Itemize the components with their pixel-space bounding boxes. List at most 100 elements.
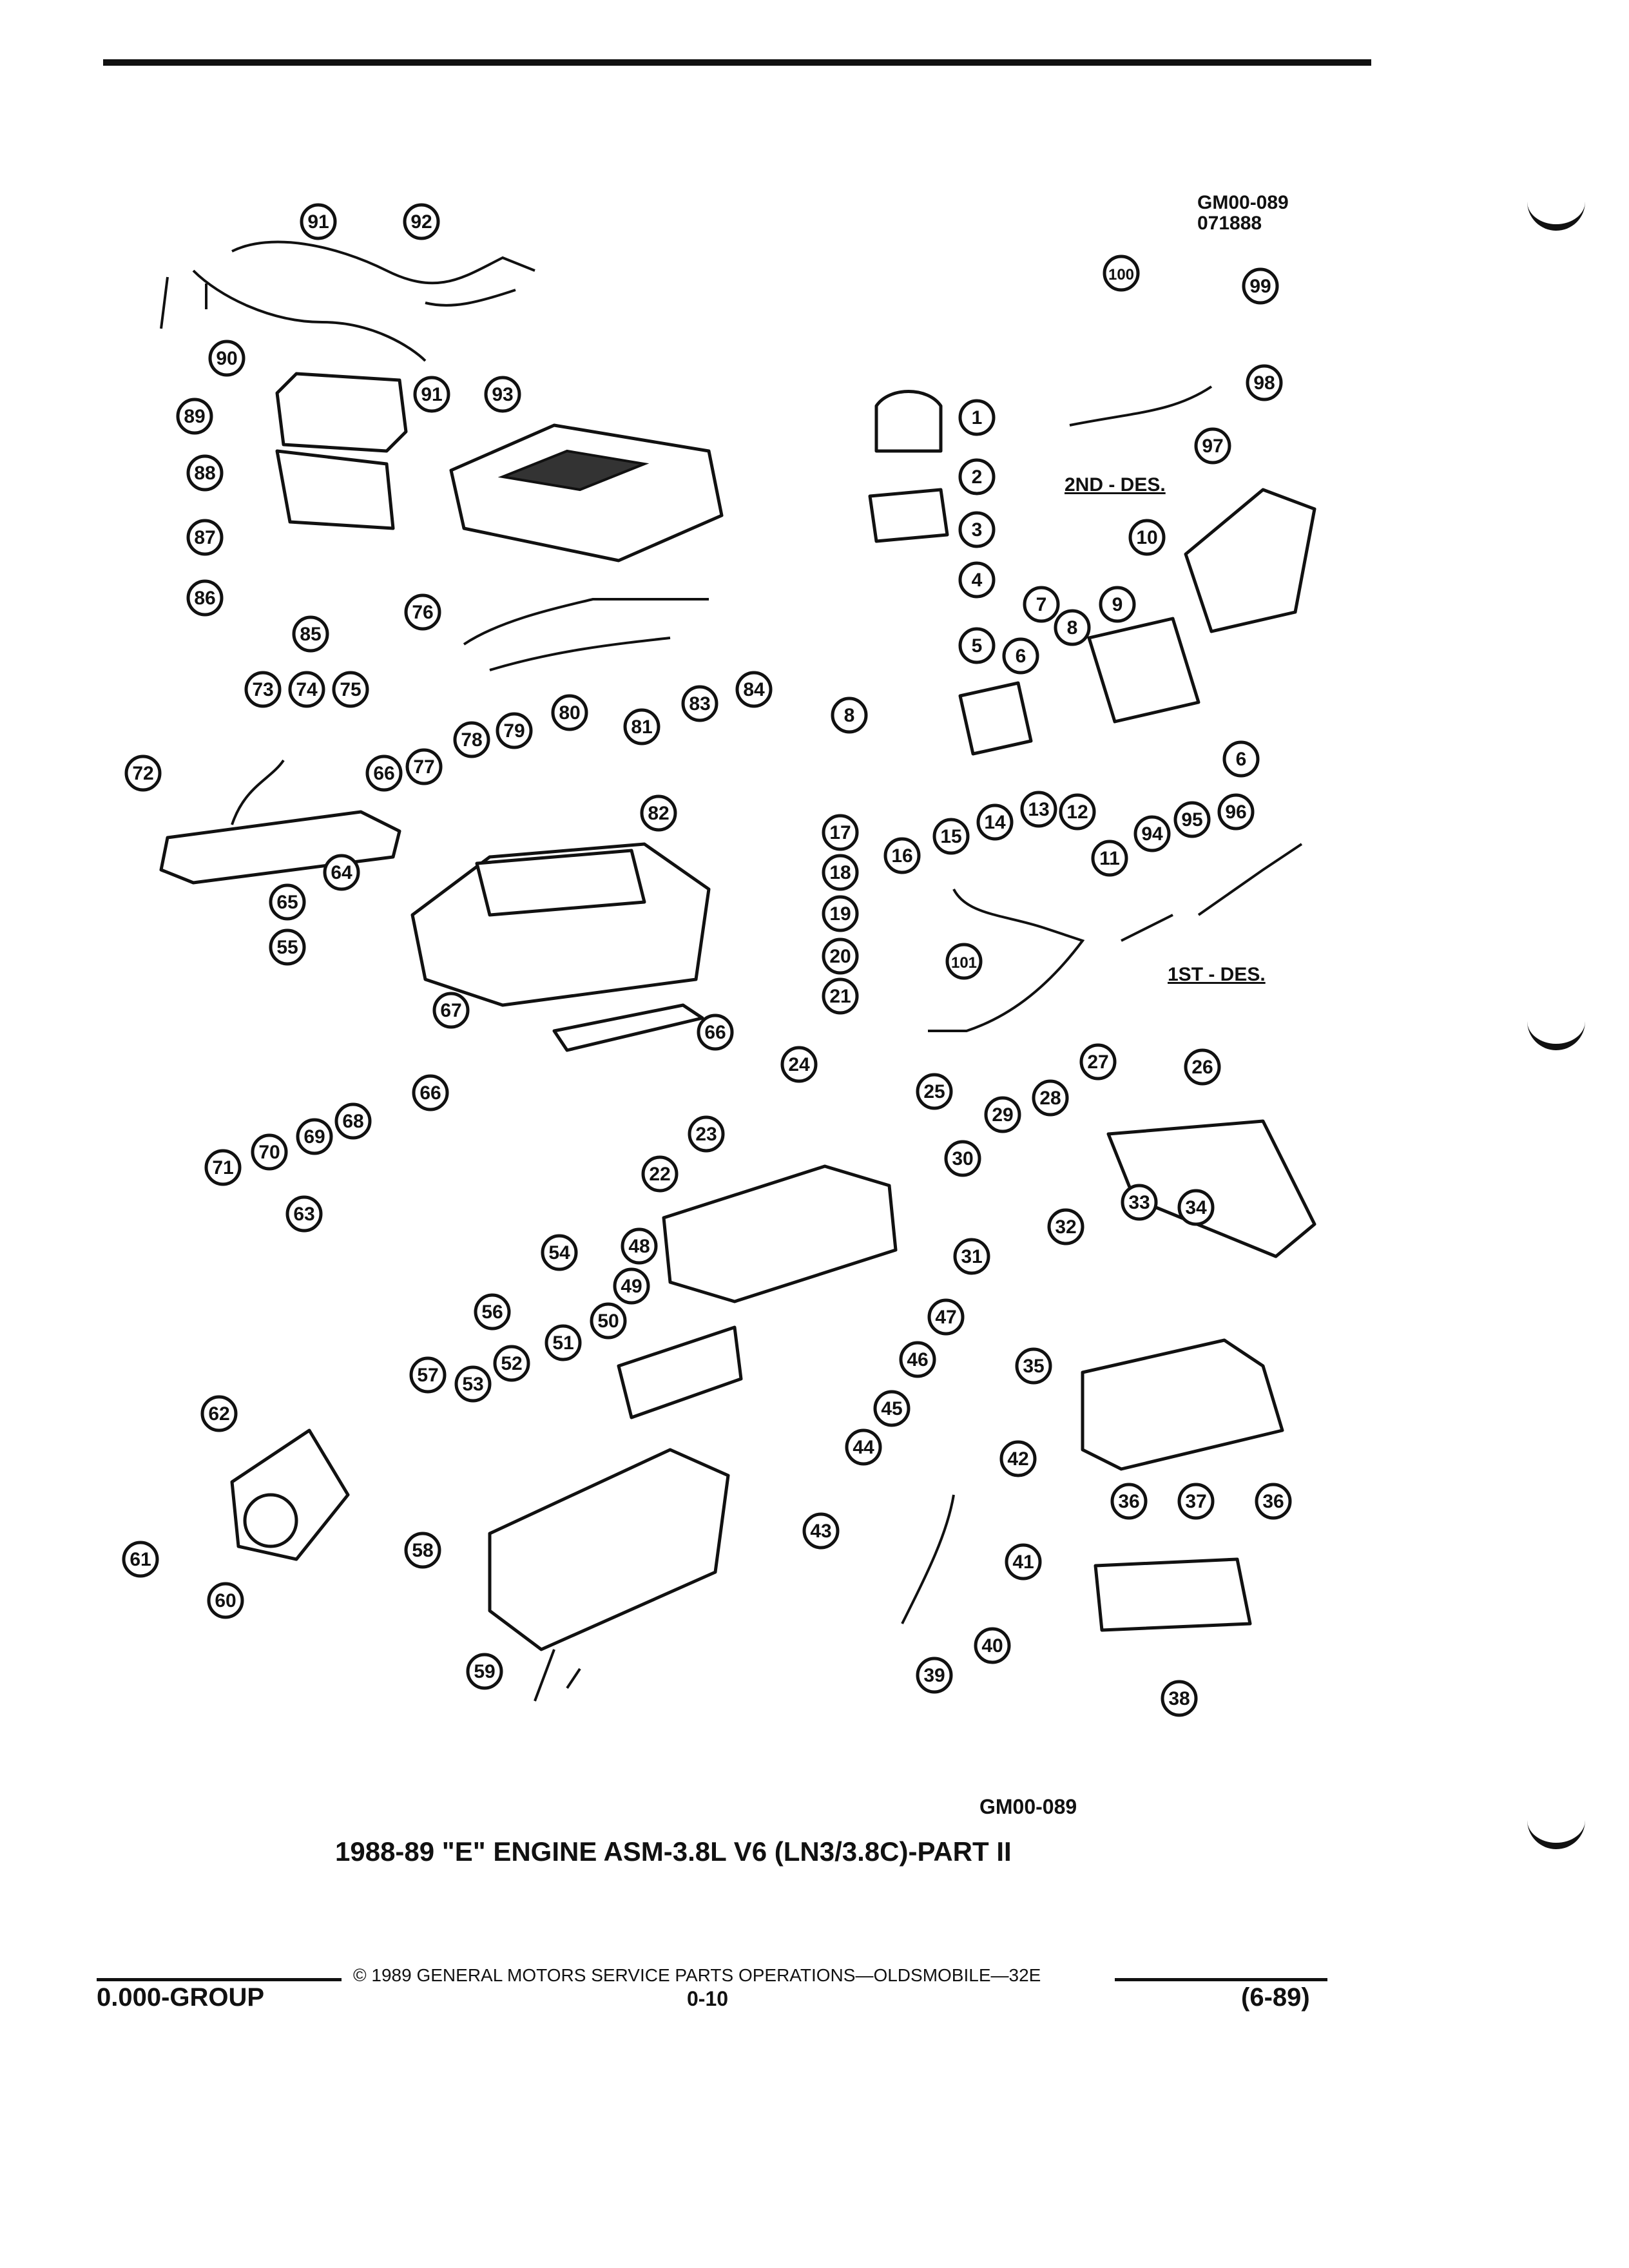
callout-68: 68 — [334, 1102, 372, 1140]
intake-manifold — [410, 842, 711, 1052]
svg-text:67: 67 — [440, 1000, 461, 1021]
svg-text:85: 85 — [300, 624, 321, 645]
callout-77: 77 — [405, 748, 443, 785]
callout-63: 63 — [285, 1195, 323, 1233]
svg-text:47: 47 — [935, 1307, 956, 1328]
svg-text:4: 4 — [972, 570, 983, 591]
svg-text:72: 72 — [132, 763, 153, 784]
egr-and-throttle-body — [868, 390, 1316, 756]
callout-17: 17 — [822, 814, 859, 851]
svg-text:25: 25 — [923, 1081, 945, 1102]
svg-text:29: 29 — [992, 1104, 1013, 1126]
callout-41: 41 — [1005, 1543, 1042, 1581]
svg-text:6: 6 — [1236, 749, 1247, 770]
callout-62: 62 — [200, 1395, 238, 1432]
svg-text:84: 84 — [743, 679, 765, 700]
svg-text:91: 91 — [307, 211, 329, 233]
svg-text:26: 26 — [1191, 1057, 1213, 1078]
footer-rule-left — [97, 1978, 342, 1981]
svg-text:8: 8 — [844, 705, 855, 726]
callout-31: 31 — [953, 1238, 990, 1275]
svg-text:32: 32 — [1055, 1216, 1076, 1238]
svg-text:61: 61 — [130, 1549, 151, 1570]
svg-text:44: 44 — [853, 1437, 874, 1458]
callout-26: 26 — [1184, 1048, 1221, 1086]
valve-cover — [662, 1164, 898, 1303]
rocker-arms — [617, 1325, 743, 1419]
svg-text:39: 39 — [923, 1665, 945, 1686]
callout-9: 9 — [1099, 586, 1136, 623]
callout-44: 44 — [845, 1428, 882, 1466]
callout-45: 45 — [873, 1390, 911, 1427]
callout-15: 15 — [932, 818, 970, 855]
callout-3: 3 — [958, 511, 996, 548]
svg-text:71: 71 — [212, 1157, 233, 1178]
svg-text:57: 57 — [417, 1365, 438, 1386]
callout-101: 101 — [945, 943, 983, 980]
callout-67: 67 — [432, 992, 470, 1029]
callout-52: 52 — [493, 1345, 530, 1382]
callout-42: 42 — [999, 1440, 1037, 1477]
design-label-first: 1ST - DES. — [1168, 964, 1266, 985]
svg-text:48: 48 — [628, 1236, 650, 1257]
callout-66a: 66 — [365, 754, 403, 792]
svg-text:8: 8 — [1067, 617, 1078, 639]
svg-text:101: 101 — [951, 954, 977, 972]
svg-text:92: 92 — [410, 211, 432, 233]
svg-text:9: 9 — [1112, 594, 1123, 615]
callout-76: 76 — [404, 593, 441, 631]
svg-text:52: 52 — [501, 1353, 522, 1374]
svg-text:42: 42 — [1007, 1448, 1028, 1470]
svg-text:96: 96 — [1225, 802, 1246, 823]
callout-group: 1 2 3 4 5 6 6 7 8 8 9 10 11 12 13 14 15 … — [122, 203, 1292, 1717]
svg-text:54: 54 — [548, 1242, 570, 1264]
binder-mark-middle — [1527, 1005, 1585, 1050]
svg-text:14: 14 — [984, 812, 1006, 833]
callout-11: 11 — [1091, 840, 1128, 877]
svg-text:82: 82 — [648, 803, 669, 824]
callout-98: 98 — [1246, 364, 1283, 401]
binder-mark-top — [1527, 179, 1585, 231]
figure-code: GM00-089 — [979, 1795, 1077, 1818]
callout-20: 20 — [822, 937, 859, 975]
svg-text:66: 66 — [419, 1082, 441, 1104]
callout-23: 23 — [688, 1115, 725, 1153]
footer-copyright: © 1989 GENERAL MOTORS SERVICE PARTS OPER… — [353, 1965, 1041, 1985]
svg-text:10: 10 — [1136, 527, 1157, 548]
callout-69: 69 — [296, 1118, 333, 1155]
footer-revision: (6-89) — [1241, 1983, 1310, 2012]
callout-90: 90 — [208, 340, 246, 377]
svg-text:93: 93 — [492, 384, 513, 405]
svg-text:36: 36 — [1262, 1491, 1284, 1512]
callout-56: 56 — [474, 1293, 511, 1331]
svg-text:3: 3 — [972, 519, 983, 541]
callout-57: 57 — [409, 1356, 447, 1394]
callout-91b: 91 — [413, 376, 450, 413]
callout-91a: 91 — [300, 203, 337, 240]
callout-10: 10 — [1128, 519, 1166, 556]
svg-text:24: 24 — [788, 1054, 810, 1075]
callout-40: 40 — [974, 1627, 1011, 1664]
callout-37: 37 — [1177, 1483, 1215, 1520]
footer-rule-right — [1115, 1978, 1327, 1981]
svg-text:55: 55 — [276, 937, 298, 958]
callout-34: 34 — [1177, 1189, 1215, 1226]
callout-19: 19 — [822, 895, 859, 932]
callout-36a: 36 — [1110, 1483, 1148, 1520]
footer-page: 0-10 — [687, 1987, 729, 2010]
svg-text:40: 40 — [981, 1635, 1003, 1657]
callout-54: 54 — [541, 1234, 578, 1271]
svg-text:66: 66 — [373, 763, 394, 784]
exhaust-gasket — [1094, 1557, 1252, 1632]
svg-text:94: 94 — [1141, 823, 1163, 845]
svg-text:59: 59 — [474, 1661, 495, 1682]
ignition-coil-module — [275, 372, 408, 530]
svg-text:87: 87 — [194, 527, 215, 548]
callout-29: 29 — [984, 1096, 1021, 1133]
callout-59: 59 — [466, 1653, 503, 1690]
svg-text:37: 37 — [1185, 1491, 1206, 1512]
callout-18: 18 — [822, 854, 859, 891]
callout-66c: 66 — [412, 1074, 449, 1111]
svg-text:75: 75 — [340, 679, 361, 700]
svg-text:19: 19 — [829, 903, 851, 925]
